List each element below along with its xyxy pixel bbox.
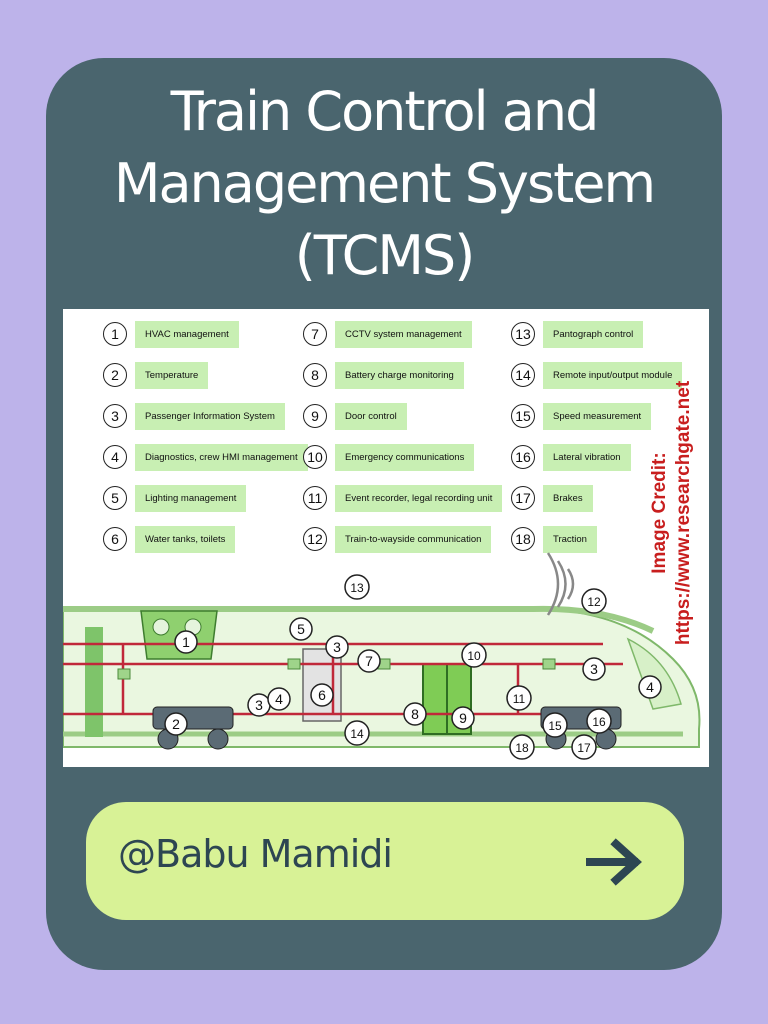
legend-label: Traction	[543, 525, 597, 553]
legend-item: 15 Speed measurement	[511, 399, 652, 433]
legend-label: Emergency communications	[335, 443, 475, 471]
legend-label: Brakes	[543, 484, 593, 512]
author-handle: @Babu Mamidi	[118, 832, 393, 876]
legend-item: 14 Remote input/output module	[511, 358, 683, 392]
legend-item: 5 Lighting management	[103, 481, 247, 515]
credit-line-2: https://www.researchgate.net	[673, 380, 694, 646]
legend-number: 7	[303, 322, 327, 346]
svg-text:17: 17	[577, 741, 591, 755]
legend-item: 16 Lateral vibration	[511, 440, 631, 474]
author-button[interactable]: @Babu Mamidi	[86, 802, 684, 920]
legend-item: 4 Diagnostics, crew HMI management	[103, 440, 308, 474]
legend-number: 12	[303, 527, 327, 551]
svg-text:12: 12	[587, 595, 601, 609]
legend-item: 18 Traction	[511, 522, 597, 556]
legend-item: 13 Pantograph control	[511, 317, 644, 351]
svg-text:7: 7	[365, 653, 373, 669]
svg-text:18: 18	[515, 741, 529, 755]
svg-text:3: 3	[333, 639, 341, 655]
svg-text:2: 2	[172, 716, 180, 732]
legend-item: 11 Event recorder, legal recording unit	[303, 481, 503, 515]
legend-number: 8	[303, 363, 327, 387]
legend-number: 18	[511, 527, 535, 551]
legend-number: 14	[511, 363, 535, 387]
legend-number: 16	[511, 445, 535, 469]
legend-number: 5	[103, 486, 127, 510]
legend-label: HVAC management	[135, 320, 239, 348]
title-line-1: Train Control and	[170, 80, 600, 143]
svg-text:3: 3	[590, 661, 598, 677]
legend-label: Temperature	[135, 361, 209, 389]
svg-text:4: 4	[646, 679, 654, 695]
svg-text:5: 5	[297, 621, 305, 637]
legend-label: Door control	[335, 402, 407, 430]
legend-number: 10	[303, 445, 327, 469]
credit-line-1: Image Credit:	[649, 452, 670, 574]
svg-text:11: 11	[513, 692, 526, 706]
title-line-2: Management System	[113, 152, 656, 215]
svg-text:13: 13	[350, 581, 364, 595]
image-credit: Image Credit: https://www.researchgate.n…	[641, 323, 703, 703]
legend-label: Water tanks, toilets	[135, 525, 236, 553]
legend-number: 11	[303, 486, 327, 510]
svg-text:14: 14	[350, 727, 364, 741]
legend-label: Event recorder, legal recording unit	[335, 484, 503, 512]
legend-label: Battery charge monitoring	[335, 361, 464, 389]
title-line-3: (TCMS)	[294, 224, 476, 287]
antenna-icon	[546, 552, 575, 616]
svg-text:6: 6	[318, 687, 326, 703]
gangway	[85, 627, 103, 737]
cabin-units	[117, 658, 556, 680]
svg-text:10: 10	[467, 649, 481, 663]
legend-item: 2 Temperature	[103, 358, 209, 392]
legend-number: 13	[511, 322, 535, 346]
legend-label: Speed measurement	[543, 402, 652, 430]
legend-number: 6	[103, 527, 127, 551]
legend-item: 6 Water tanks, toilets	[103, 522, 236, 556]
legend-label: Train-to-wayside communication	[335, 525, 492, 553]
legend-item: 3 Passenger Information System	[103, 399, 285, 433]
legend-item: 1 HVAC management	[103, 317, 239, 351]
svg-text:16: 16	[592, 715, 606, 729]
legend-label: Pantograph control	[543, 320, 644, 348]
svg-text:15: 15	[548, 719, 562, 733]
svg-text:4: 4	[275, 691, 283, 707]
legend-label: Remote input/output module	[543, 361, 683, 389]
page-title: Train Control and Management System (TCM…	[46, 76, 722, 292]
legend-number: 9	[303, 404, 327, 428]
arrow-right-icon	[586, 838, 642, 886]
legend-item: 9 Door control	[303, 399, 407, 433]
svg-text:9: 9	[459, 710, 467, 726]
legend-item: 12 Train-to-wayside communication	[303, 522, 492, 556]
legend-label: Passenger Information System	[135, 402, 285, 430]
legend-number: 17	[511, 486, 535, 510]
svg-text:3: 3	[255, 697, 263, 713]
legend-label: Diagnostics, crew HMI management	[135, 443, 308, 471]
svg-text:1: 1	[182, 634, 190, 650]
legend-item: 7 CCTV system management	[303, 317, 472, 351]
tcms-diagram: 1 HVAC management 2 Temperature 3 Passenger I…	[63, 309, 709, 767]
legend-number: 15	[511, 404, 535, 428]
legend-item: 8 Battery charge monitoring	[303, 358, 464, 392]
legend-number: 1	[103, 322, 127, 346]
diagram-markers: 1 2 3 3 3 4 4 5 6 7 8 9 10 11 12 13 14 1…	[164, 574, 662, 760]
legend-label: Lighting management	[135, 484, 247, 512]
svg-text:8: 8	[411, 706, 419, 722]
legend-item: 17 Brakes	[511, 481, 593, 515]
legend-number: 4	[103, 445, 127, 469]
legend-label: CCTV system management	[335, 320, 472, 348]
legend-number: 3	[103, 404, 127, 428]
legend-item: 10 Emergency communications	[303, 440, 475, 474]
legend-number: 2	[103, 363, 127, 387]
legend-label: Lateral vibration	[543, 443, 631, 471]
cab-window	[626, 637, 682, 710]
train-illustration: 1 2 3 3 3 4 4 5 6 7 8 9 10 11 12 13 14 1…	[63, 552, 701, 760]
